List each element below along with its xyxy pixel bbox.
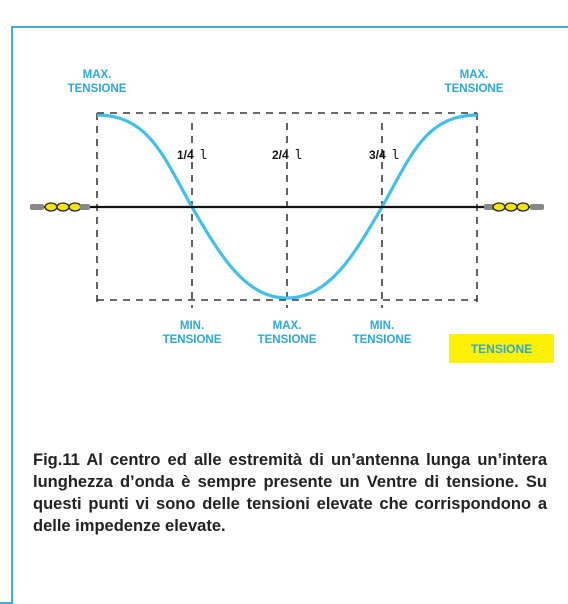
figure-caption: Fig.11 Al centro ed alle estremità di un… [33,451,547,535]
label-line: TENSIONE [352,334,412,346]
label-line: MAX. [82,69,112,81]
fraction-one-quarter: 1/4 l [177,148,208,163]
lambda-symbol: l [294,148,303,163]
lambda-symbol: l [391,148,400,163]
fraction-number: 3/4 [369,148,386,162]
left-insulator-icon [30,202,90,212]
frame-border-top [11,26,568,28]
label-line: MIN. [369,320,395,332]
fraction-three-quarters: 3/4 l [369,148,400,163]
right-insulator-icon [484,202,544,212]
label-line: TENSIONE [162,334,222,346]
legend-tension: TENSIONE [449,334,554,363]
fraction-two-quarters: 2/4 l [272,148,303,163]
max-tension-label-left: MAX. TENSIONE [47,68,147,96]
label-line: TENSIONE [67,83,127,95]
fraction-number: 2/4 [272,148,289,162]
frame-border-stub [0,602,13,604]
min-tension-label-1: MIN. TENSIONE [142,319,242,347]
label-line: MIN. [179,320,205,332]
label-line: TENSIONE [444,83,504,95]
label-line: TENSIONE [257,334,317,346]
frame-border-left [11,26,13,604]
max-tension-label-right: MAX. TENSIONE [424,68,524,96]
fraction-number: 1/4 [177,148,194,162]
max-tension-label-center: MAX. TENSIONE [237,319,337,347]
voltage-wave [96,113,478,300]
lambda-symbol: l [199,148,208,163]
min-tension-label-2: MIN. TENSIONE [332,319,432,347]
label-line: MAX. [459,69,489,81]
label-line: MAX. [272,320,302,332]
